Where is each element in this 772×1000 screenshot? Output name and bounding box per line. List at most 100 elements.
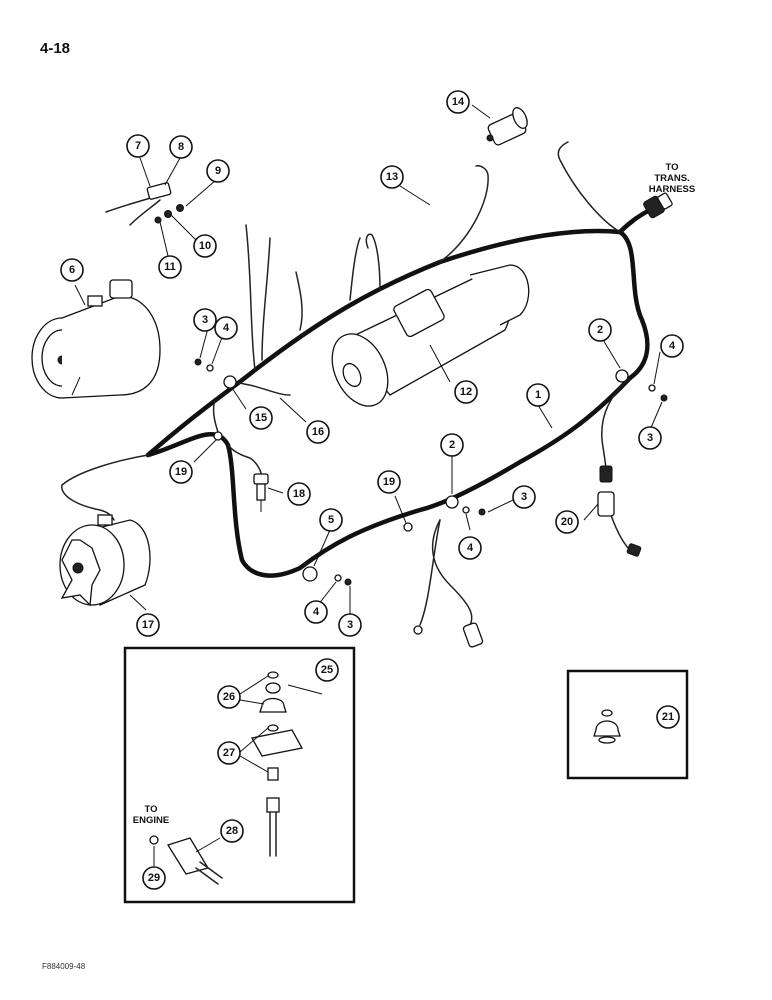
harness-branch-trans [617,207,653,235]
callout-21: 21 [656,705,680,729]
svg-text:15: 15 [255,412,267,424]
callout-3-left: 3 [193,308,217,332]
callout-4-mid: 4 [458,536,482,560]
svg-text:3: 3 [647,432,653,444]
svg-text:5: 5 [328,514,334,526]
wire-lower-plug [431,519,473,626]
svg-text:4: 4 [669,340,676,352]
figure-code: F884009-48 [42,962,86,971]
svg-text:8: 8 [178,141,184,153]
callout-7: 7 [126,134,150,158]
callout-3-low: 3 [338,613,362,637]
wire-to-top-right [557,141,621,233]
washer-4-left [206,364,214,372]
callout-11: 11 [158,255,182,279]
callout-17: 17 [136,613,160,637]
screw-3-right [660,394,668,402]
wire-7b [129,199,161,226]
wire-13 [439,165,489,263]
wire-12b [349,237,361,301]
callout-19-mid: 19 [377,470,401,494]
to-engine-probe [149,835,223,885]
callout-19-left: 19 [169,460,193,484]
inset-sender-box [123,646,356,904]
wire-16c [261,237,271,361]
svg-text:11: 11 [164,261,176,273]
svg-text:19: 19 [383,476,395,488]
alternator [59,514,151,607]
callout-3-right: 3 [638,426,662,450]
svg-text:4: 4 [467,542,474,554]
svg-text:3: 3 [521,491,527,503]
svg-text:ENGINE: ENGINE [133,815,169,826]
main-harness [145,228,650,458]
callout-2-right: 2 [588,318,612,342]
callout-26: 26 [217,685,241,709]
sender-assembly [250,671,323,857]
svg-text:TO: TO [144,804,157,815]
sensor-18 [253,473,269,512]
wire-12a [365,233,381,291]
callout-5: 5 [319,508,343,532]
svg-text:12: 12 [460,386,472,398]
svg-text:1: 1 [535,389,541,401]
svg-text:16: 16 [312,426,324,438]
svg-text:4: 4 [223,322,230,334]
callout-15: 15 [249,406,273,430]
to-trans-harness-label: TO TRANS. HARNESS [649,162,695,195]
svg-text:20: 20 [561,516,573,528]
callout-10: 10 [193,234,217,258]
ac-compressor [31,279,161,399]
callout-1: 1 [526,383,550,407]
callout-6: 6 [60,258,84,282]
wire-16d [231,381,291,396]
screw-3-left [194,358,202,366]
wire-16b [245,224,256,371]
svg-text:6: 6 [69,264,75,276]
svg-text:4: 4 [313,606,320,618]
svg-text:17: 17 [142,619,154,631]
svg-text:21: 21 [662,711,674,723]
svg-text:26: 26 [223,691,235,703]
callout-27: 27 [217,741,241,765]
svg-text:9: 9 [215,165,221,177]
callout-2-mid: 2 [440,433,464,457]
clamp-5 [302,566,318,582]
callout-14: 14 [446,90,470,114]
callout-29: 29 [142,866,166,890]
clamp-2-right [615,369,629,383]
starter-motor [331,264,530,407]
callout-4-right: 4 [660,334,684,358]
inset-leaders [153,675,269,866]
svg-text:3: 3 [202,314,208,326]
svg-text:3: 3 [347,619,353,631]
svg-text:10: 10 [199,240,211,252]
clamp-15 [223,375,237,389]
wire-20a [601,377,631,471]
washer-4-right [648,384,656,392]
sender-21 [593,709,621,744]
svg-text:2: 2 [597,324,603,336]
callout-13: 13 [380,165,404,189]
svg-text:29: 29 [148,872,160,884]
svg-text:14: 14 [452,96,465,108]
lower-plug [462,622,484,648]
washer-4-low [334,574,342,582]
callout-18: 18 [287,482,311,506]
washer-4-mid [462,506,470,514]
callout-16: 16 [306,420,330,444]
relay [486,107,528,146]
svg-text:28: 28 [226,825,238,837]
svg-text:18: 18 [293,488,305,500]
svg-text:19: 19 [175,466,187,478]
tie-19-mid [403,522,413,532]
tie-19-left [213,431,223,441]
callout-4-low: 4 [304,600,328,624]
callout-28: 28 [220,819,244,843]
svg-text:13: 13 [386,171,398,183]
callout-9: 9 [206,159,230,183]
svg-text:TO: TO [665,162,678,173]
callout-3-mid: 3 [512,485,536,509]
trans-harness-connector [643,192,673,219]
